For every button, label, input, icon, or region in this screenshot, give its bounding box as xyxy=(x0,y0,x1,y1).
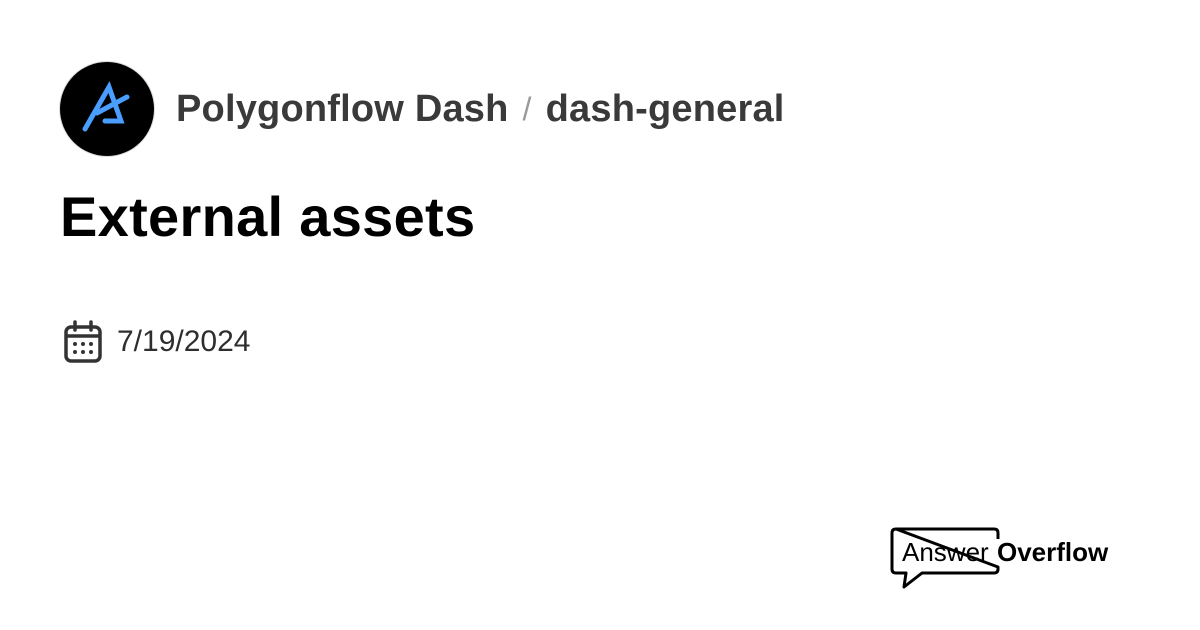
channel-name[interactable]: dash-general xyxy=(545,87,785,130)
header: Polygonflow Dash / dash-general xyxy=(60,62,785,156)
polygonflow-logo-icon xyxy=(82,81,130,132)
server-name[interactable]: Polygonflow Dash xyxy=(176,87,509,130)
answeroverflow-logo: Answer Overflow xyxy=(890,527,1108,596)
server-avatar xyxy=(60,62,154,156)
page-title: External assets xyxy=(60,185,476,248)
post-date: 7/19/2024 xyxy=(63,320,250,364)
calendar-icon xyxy=(64,320,102,363)
date-text: 7/19/2024 xyxy=(117,325,251,358)
brand-answer: Answer xyxy=(902,537,989,567)
breadcrumb-separator: / xyxy=(522,90,532,127)
brand-overflow: Overflow xyxy=(997,537,1109,567)
breadcrumb: Polygonflow Dash / dash-general xyxy=(176,88,785,131)
speech-bubble-icon xyxy=(890,527,1000,589)
